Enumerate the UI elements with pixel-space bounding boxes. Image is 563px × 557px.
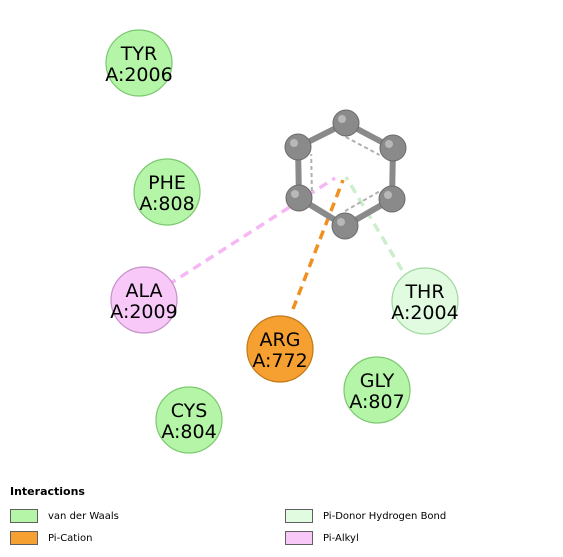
ligand-atom: [378, 185, 406, 213]
interaction-lines: [167, 176, 404, 310]
legend-item-pi-alkyl: Pi-Alkyl: [285, 530, 359, 546]
residue-nodes: TYRA:2006PHEA:808ALAA:2009ARGA:772THRA:2…: [105, 29, 459, 454]
legend-title: Interactions: [10, 485, 85, 498]
legend-label-van-der-waals: van der Waals: [48, 510, 119, 522]
ligand-atom-highlight: [337, 218, 345, 226]
residue-circle: [105, 29, 173, 97]
legend-item-pi-donor-hydrogen-bond: Pi-Donor Hydrogen Bond: [285, 508, 446, 524]
legend-item-van-der-waals: van der Waals: [10, 508, 119, 524]
ligand-atom-highlight: [290, 139, 298, 147]
residue-chain-position: A:807: [349, 391, 404, 413]
ligand-aromatic-bond: [345, 136, 381, 156]
ligand-benzene: [284, 109, 407, 240]
ligand-atom: [379, 134, 407, 162]
residue-name: CYS: [171, 400, 208, 422]
ligand-atom: [332, 109, 360, 137]
residue-circle: [246, 315, 314, 383]
legend-swatch-pi-alkyl: [285, 531, 313, 545]
residue-circle: [343, 356, 411, 424]
residue-name: PHE: [148, 172, 186, 194]
ligand-atom-highlight: [291, 190, 299, 198]
interaction-line-thr2004: [344, 176, 404, 271]
residue-name: THR: [404, 281, 444, 303]
ligand-atom-highlight: [385, 140, 393, 148]
residue-circle: [133, 158, 201, 226]
legend-label-pi-alkyl: Pi-Alkyl: [323, 532, 359, 544]
residue-chain-position: A:2009: [110, 301, 177, 323]
ligand-aromatic-bond: [310, 154, 313, 192]
ligand-atom: [331, 212, 359, 240]
residue-name: ARG: [260, 329, 301, 351]
residue-chain-position: A:808: [139, 193, 194, 215]
residue-name: GLY: [360, 370, 395, 392]
ligand-atom: [284, 133, 312, 161]
legend-swatch-pi-donor-hydrogen-bond: [285, 509, 313, 523]
legend: Interactions van der Waals Pi-Cation Pi-…: [10, 485, 550, 555]
residue-circle: [155, 386, 223, 454]
legend-label-pi-donor-hydrogen-bond: Pi-Donor Hydrogen Bond: [323, 510, 447, 522]
ligand-atom-highlight: [338, 115, 346, 123]
residue-chain-position: A:2006: [105, 64, 172, 86]
residue-name: TYR: [120, 43, 157, 65]
residue-circle: [110, 266, 178, 334]
ligand-atom-highlight: [384, 191, 392, 199]
residue-circle: [391, 267, 459, 335]
residue-name: ALA: [125, 280, 162, 302]
residue-chain-position: A:2004: [391, 302, 458, 324]
residue-chain-position: A:804: [161, 421, 216, 443]
legend-label-pi-cation: Pi-Cation: [48, 532, 93, 544]
interaction-line-arg772: [291, 179, 345, 310]
legend-swatch-pi-cation: [10, 531, 38, 545]
residue-chain-position: A:772: [252, 350, 307, 372]
ligand-atom: [285, 184, 313, 212]
legend-item-pi-cation: Pi-Cation: [10, 530, 92, 546]
legend-swatch-van-der-waals: [10, 509, 38, 523]
